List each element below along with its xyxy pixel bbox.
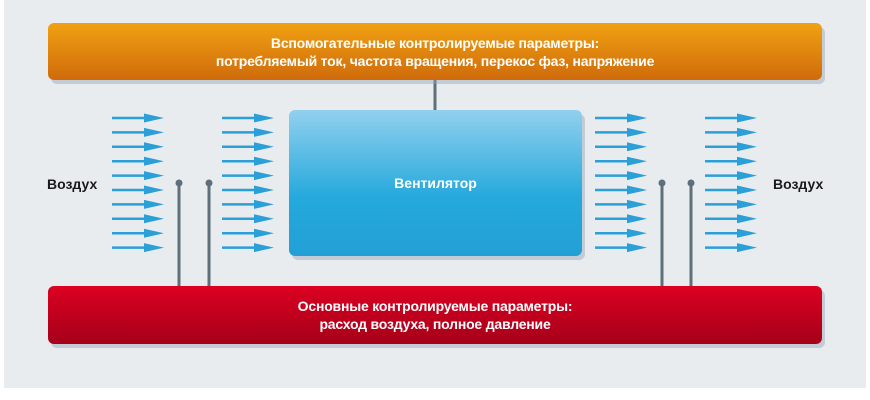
airflow-arrowhead-icon (144, 199, 164, 209)
airflow-arrowhead-icon (627, 127, 647, 137)
airflow-arrowhead-icon (144, 243, 164, 253)
airflow-arrowhead-icon (254, 127, 274, 137)
airflow-arrowhead-icon (627, 199, 647, 209)
airflow-arrowhead-icon (737, 156, 757, 166)
sensor-dot-icon (175, 179, 183, 187)
air-inlet-label: Воздух (47, 176, 98, 192)
airflow-arrowhead-icon (737, 113, 757, 123)
airflow-arrowhead-icon (737, 214, 757, 224)
airflow-arrowhead-icon (627, 113, 647, 123)
airflow-arrowhead-icon (144, 142, 164, 152)
airflow-arrowhead-icon (737, 243, 757, 253)
airflow-arrowhead-icon (737, 185, 757, 195)
main-parameters-box: Основные контролируемые параметры: расхо… (48, 286, 822, 344)
airflow-arrowhead-icon (254, 142, 274, 152)
airflow-arrowhead-icon (737, 199, 757, 209)
main-parameters-title: Основные контролируемые параметры: (297, 298, 573, 314)
auxiliary-parameters-title: Вспомогательные контролируемые параметры… (270, 34, 600, 51)
airflow-arrowhead-icon (144, 214, 164, 224)
airflow-arrowhead-icon (254, 156, 274, 166)
fan-box: Вентилятор (289, 110, 582, 256)
airflow-arrowhead-icon (737, 228, 757, 238)
airflow-arrowhead-icon (144, 113, 164, 123)
airflow-arrowhead-icon (627, 185, 647, 195)
airflow-arrowhead-icon (627, 243, 647, 253)
airflow-arrowhead-icon (254, 214, 274, 224)
airflow-arrowhead-icon (737, 171, 757, 181)
airflow-arrowhead-icon (627, 228, 647, 238)
airflow-arrowhead-icon (254, 185, 274, 195)
airflow-arrowhead-icon (627, 214, 647, 224)
airflow-arrowhead-icon (254, 171, 274, 181)
auxiliary-parameters-list: потребляемый ток, частота вращения, пере… (215, 52, 655, 69)
airflow-arrowhead-icon (144, 171, 164, 181)
airflow-arrowhead-icon (627, 156, 647, 166)
airflow-arrowhead-icon (254, 113, 274, 123)
main-parameters-list: расход воздуха, полное давление (319, 316, 551, 332)
sensor-dot-icon (658, 179, 666, 187)
airflow-arrowhead-icon (627, 142, 647, 152)
sensor-dot-icon (687, 179, 695, 187)
airflow-arrowhead-icon (144, 228, 164, 238)
airflow-arrowhead-icon (144, 156, 164, 166)
airflow-arrowhead-icon (254, 228, 274, 238)
sensor-dot-icon (205, 179, 213, 187)
airflow-arrowhead-icon (737, 127, 757, 137)
auxiliary-parameters-box: Вспомогательные контролируемые параметры… (48, 23, 822, 80)
air-outlet-label: Воздух (773, 176, 824, 192)
airflow-arrowhead-icon (254, 243, 274, 253)
airflow-arrowhead-icon (144, 185, 164, 195)
airflow-arrowhead-icon (627, 171, 647, 181)
airflow-arrowhead-icon (737, 142, 757, 152)
airflow-arrowhead-icon (144, 127, 164, 137)
fan-label: Вентилятор (394, 175, 477, 191)
airflow-arrowhead-icon (254, 199, 274, 209)
